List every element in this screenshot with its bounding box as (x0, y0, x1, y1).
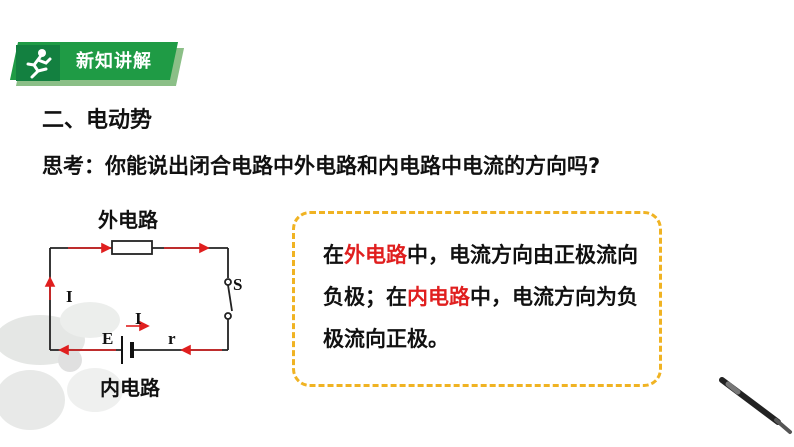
badge-title: 新知讲解 (76, 51, 152, 72)
explanation-part: 中，电流方向为负极流向正极。 (323, 285, 638, 351)
switch-label: S (233, 275, 242, 294)
explanation-box: 在外电路中，电流方向由正极流向负极；在内电路中，电流方向为负极流向正极。 (292, 211, 662, 387)
highlight-outer-circuit: 外电路 (344, 243, 407, 267)
explanation-part: 在 (323, 243, 344, 267)
current-label-inner: I (135, 309, 142, 328)
circuit-diagram: S I I E r (44, 240, 242, 364)
current-label-left: I (66, 287, 73, 306)
resistance-label: r (168, 329, 176, 348)
explanation-part: 中，电流方向由正极流向负极；在 (323, 243, 638, 309)
brush-icon (719, 377, 792, 434)
outer-circuit-label: 外电路 (98, 208, 158, 232)
explanation-text: 在外电路中，电流方向由正极流向负极；在内电路中，电流方向为负极流向正极。 (323, 234, 643, 360)
inner-circuit-label: 内电路 (100, 376, 160, 400)
question-text: 思考：你能说出闭合电路中外电路和内电路中电流的方向吗? (42, 154, 601, 178)
emf-label: E (102, 329, 113, 348)
decorative-flower-painting (0, 302, 123, 430)
section-badge: 新知讲解 (9, 42, 186, 92)
runner-icon (16, 45, 60, 81)
section-title: 二、电动势 (42, 108, 153, 133)
highlight-inner-circuit: 内电路 (407, 285, 470, 309)
